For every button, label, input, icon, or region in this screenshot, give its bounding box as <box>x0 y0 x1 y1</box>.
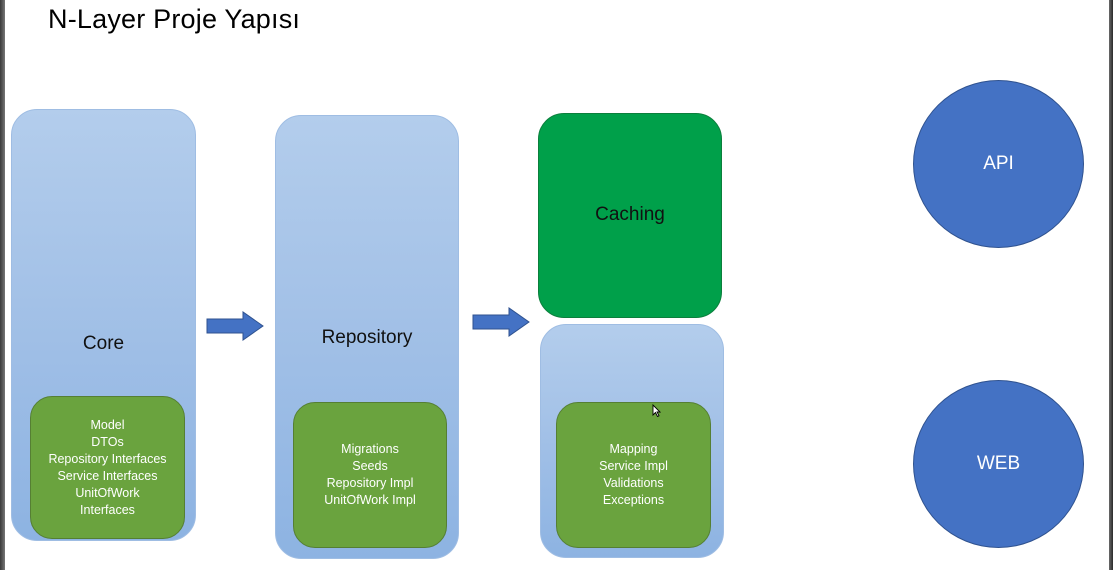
service-item: Service Impl <box>599 459 668 473</box>
api-label: API <box>983 153 1014 174</box>
repository-item: Seeds <box>352 459 388 473</box>
repository-item: Migrations <box>341 442 399 456</box>
service-item: Validations <box>603 476 664 490</box>
core-item: Interfaces <box>80 502 135 517</box>
right-window-edge <box>1109 0 1113 570</box>
repository-item: Repository Impl <box>326 476 414 490</box>
service-contents-box: Mapping Service Impl Validations Excepti… <box>556 402 711 548</box>
service-item: Exceptions <box>602 493 665 507</box>
right-arrow-icon <box>206 311 264 341</box>
left-window-edge <box>0 0 5 570</box>
core-item: DTOs <box>91 434 124 449</box>
caching-layer: Caching <box>538 113 722 318</box>
core-layer-label: Core <box>82 333 125 354</box>
repository-contents-box: Migrations Seeds Repository Impl UnitOfW… <box>293 402 447 548</box>
web-circle: WEB <box>913 380 1084 548</box>
web-label: WEB <box>976 453 1021 474</box>
core-item: Repository Interfaces <box>48 451 167 466</box>
right-arrow-icon <box>472 307 530 337</box>
core-item: Service Interfaces <box>57 468 158 483</box>
repository-layer-label: Repository <box>321 327 413 348</box>
page-title: N-Layer Proje Yapısı <box>48 4 301 34</box>
api-circle: API <box>913 80 1084 248</box>
caching-layer-label: Caching <box>595 204 665 225</box>
mouse-pointer-icon <box>652 404 661 417</box>
core-item: Model <box>90 417 125 432</box>
core-layer: Core Model DTOs Repository Interfaces Se… <box>11 109 196 541</box>
repository-layer: Repository Migrations Seeds Repository I… <box>275 115 459 559</box>
service-layer: Mapping Service Impl Validations Excepti… <box>540 324 724 558</box>
core-item: UnitOfWork <box>75 485 140 500</box>
service-item: Mapping <box>609 442 658 456</box>
core-contents-box: Model DTOs Repository Interfaces Service… <box>30 396 185 539</box>
repository-item: UnitOfWork Impl <box>324 493 416 507</box>
